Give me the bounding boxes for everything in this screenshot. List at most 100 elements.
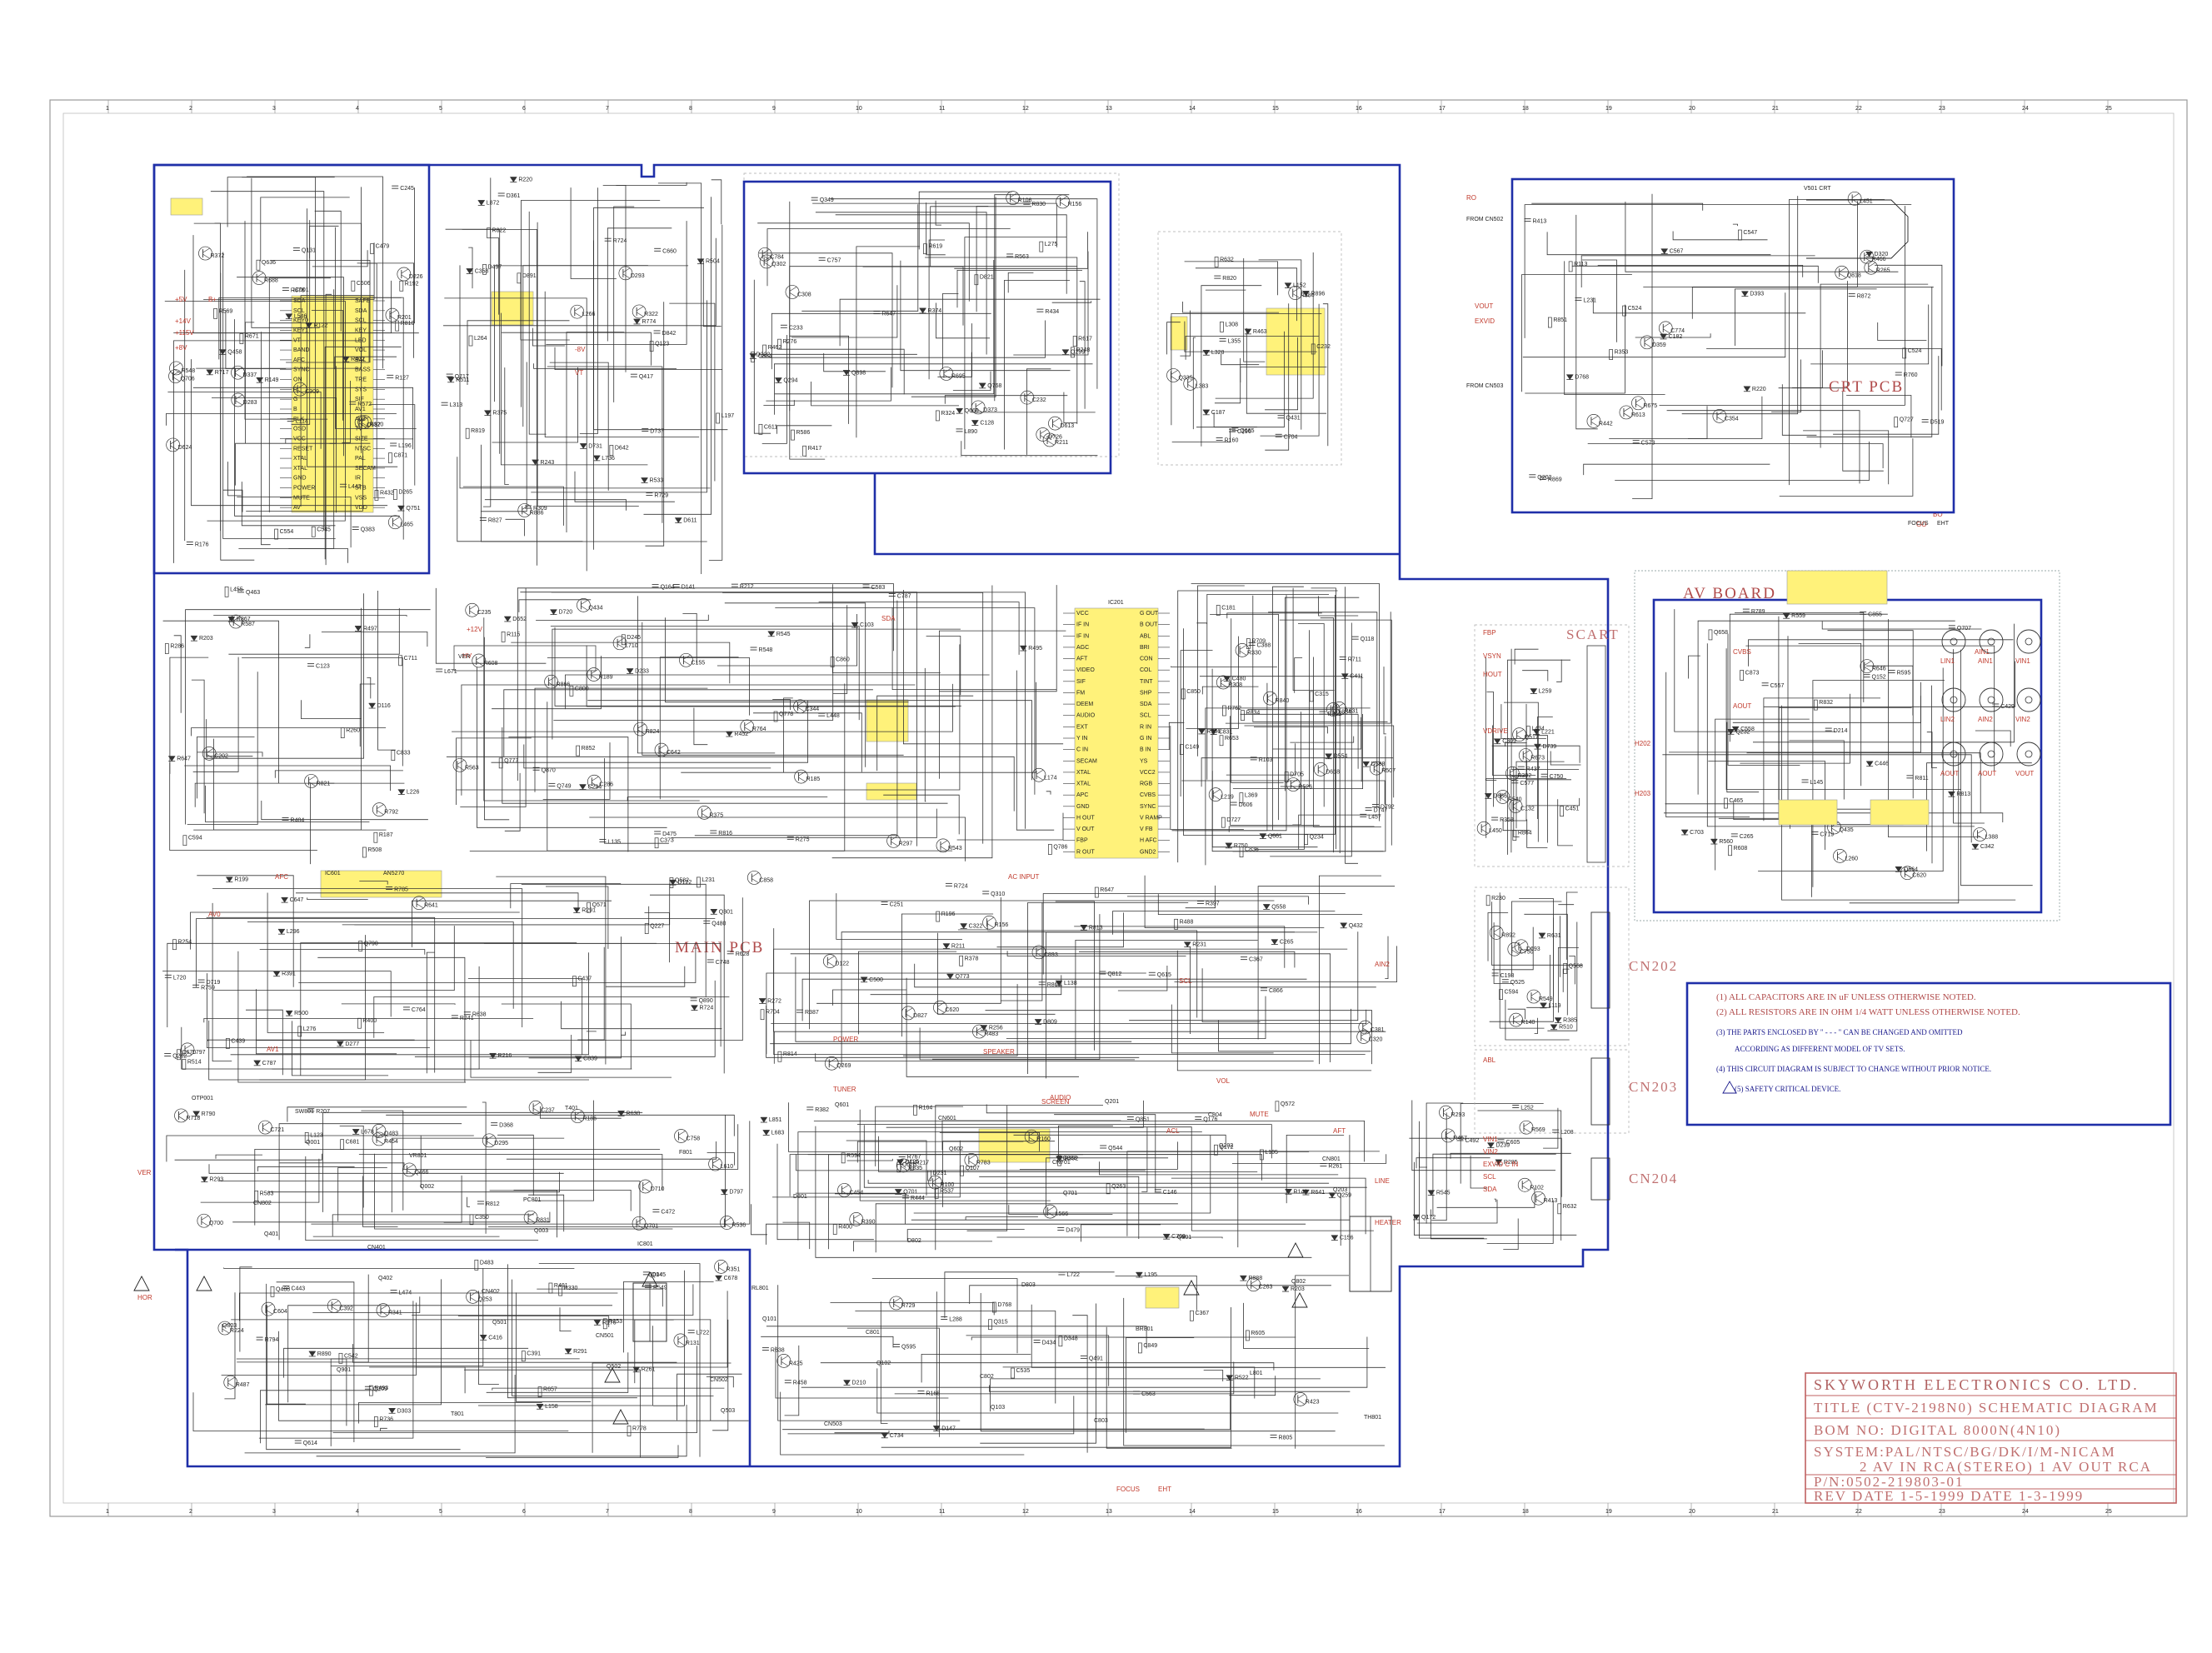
- component-ref: R452: [734, 732, 748, 737]
- component-ref: R865: [1047, 982, 1061, 988]
- part-label: Q502: [607, 1364, 621, 1370]
- component-ref: C373: [660, 838, 674, 844]
- wire: [547, 657, 750, 716]
- component-ref: R869: [1548, 477, 1562, 483]
- wire: [508, 737, 629, 852]
- diode: [1710, 838, 1718, 845]
- wire: [1246, 327, 1326, 414]
- transistor: [1336, 703, 1344, 708]
- resistor: [1220, 321, 1224, 332]
- component-ref: R140: [1521, 1020, 1535, 1026]
- wire: [242, 657, 403, 767]
- component-ref: D277: [345, 1041, 359, 1047]
- transistor: [592, 782, 599, 787]
- component-ref: Q669: [965, 408, 979, 414]
- ruler-number: 24: [2022, 106, 2029, 112]
- component-ref: D295: [494, 1141, 508, 1146]
- rca-jack-icon: [1950, 637, 1958, 646]
- ruler-number: 13: [1106, 106, 1112, 112]
- transistor: [678, 1131, 686, 1136]
- transistor: [837, 1183, 851, 1197]
- ruler-number: 14: [1189, 106, 1196, 112]
- rca-jack-label: AIN1: [1978, 657, 1993, 665]
- wire: [1171, 313, 1322, 426]
- transistor: [1489, 926, 1504, 940]
- ruler-number: 18: [1522, 106, 1529, 112]
- component-ref: L328: [1211, 350, 1225, 356]
- diode: [1971, 843, 1980, 850]
- transistor: [1535, 1198, 1543, 1204]
- part-label: Q102: [876, 1361, 891, 1366]
- resistor: [959, 955, 964, 966]
- wire: [789, 335, 849, 424]
- transistor: [577, 598, 591, 612]
- wire: [456, 644, 961, 791]
- part-label: T401: [565, 1106, 578, 1111]
- wire: [1535, 735, 1548, 843]
- component-ref: R322: [644, 312, 658, 317]
- diode: [1660, 333, 1668, 340]
- wire: [234, 319, 400, 517]
- diode: [1340, 922, 1348, 929]
- transistor: [940, 846, 948, 851]
- wire: [435, 587, 547, 664]
- av-board-outline: [1634, 570, 2060, 921]
- ruler-ticks: 1122334455667788991010111112121313141415…: [106, 100, 2112, 1516]
- transistor: [702, 807, 709, 812]
- wire: [546, 886, 609, 949]
- component-ref: R358: [1500, 817, 1514, 823]
- wire: [316, 1405, 687, 1457]
- net-label: ABL: [1483, 1056, 1496, 1064]
- transistor: [906, 1013, 913, 1019]
- transistor: [971, 400, 986, 415]
- wire: [194, 782, 405, 807]
- ic-pin-label: SYNC: [1140, 804, 1156, 810]
- wire: [862, 266, 964, 326]
- wire: [1499, 892, 1545, 1029]
- wire: [867, 1180, 1330, 1184]
- net-label: AV1: [267, 1046, 279, 1053]
- resistor: [362, 846, 367, 858]
- part-label: L801: [1250, 1371, 1263, 1376]
- transistor: [532, 1107, 541, 1113]
- component-ref: R824: [646, 729, 660, 735]
- resistor: [649, 341, 654, 352]
- wire: [358, 1402, 542, 1424]
- component-ref: R813: [1089, 925, 1103, 931]
- scart-section: SCART: [1474, 624, 1630, 867]
- wire: [1385, 936, 1389, 979]
- transistor: [841, 1191, 849, 1196]
- rca-jack-icon: [1979, 687, 2004, 712]
- component-ref: C309: [1502, 739, 1516, 745]
- component-ref: R291: [573, 1349, 587, 1355]
- wire: [911, 197, 996, 397]
- wire: [307, 208, 398, 467]
- wire: [1205, 707, 1371, 866]
- diode: [593, 1320, 602, 1326]
- transistor: [1297, 1394, 1305, 1399]
- diode: [1534, 743, 1541, 750]
- transistor: [762, 249, 770, 254]
- transistor: [178, 1116, 186, 1121]
- transistor: [1530, 991, 1539, 996]
- diode: [352, 1129, 360, 1135]
- component-ref: L231: [1583, 297, 1596, 303]
- wire: [1735, 288, 1877, 346]
- component-ref: R792: [384, 810, 398, 816]
- transistor: [1518, 748, 1533, 762]
- wire: [286, 300, 370, 363]
- ruler-number: 18: [1522, 1509, 1529, 1515]
- wire: [682, 613, 697, 664]
- wire: [1213, 412, 1257, 427]
- rca-jack-icon: [1987, 750, 1995, 758]
- wire: [1556, 659, 1562, 682]
- component-ref: D891: [522, 273, 537, 279]
- transistor: [829, 1063, 836, 1069]
- transistor: [720, 1216, 734, 1230]
- wire: [712, 1319, 729, 1431]
- diode: [281, 896, 289, 903]
- net-label: VIN2: [1483, 1148, 1498, 1156]
- component-ref: C251: [890, 902, 904, 908]
- net-label: SCL: [1483, 1173, 1496, 1181]
